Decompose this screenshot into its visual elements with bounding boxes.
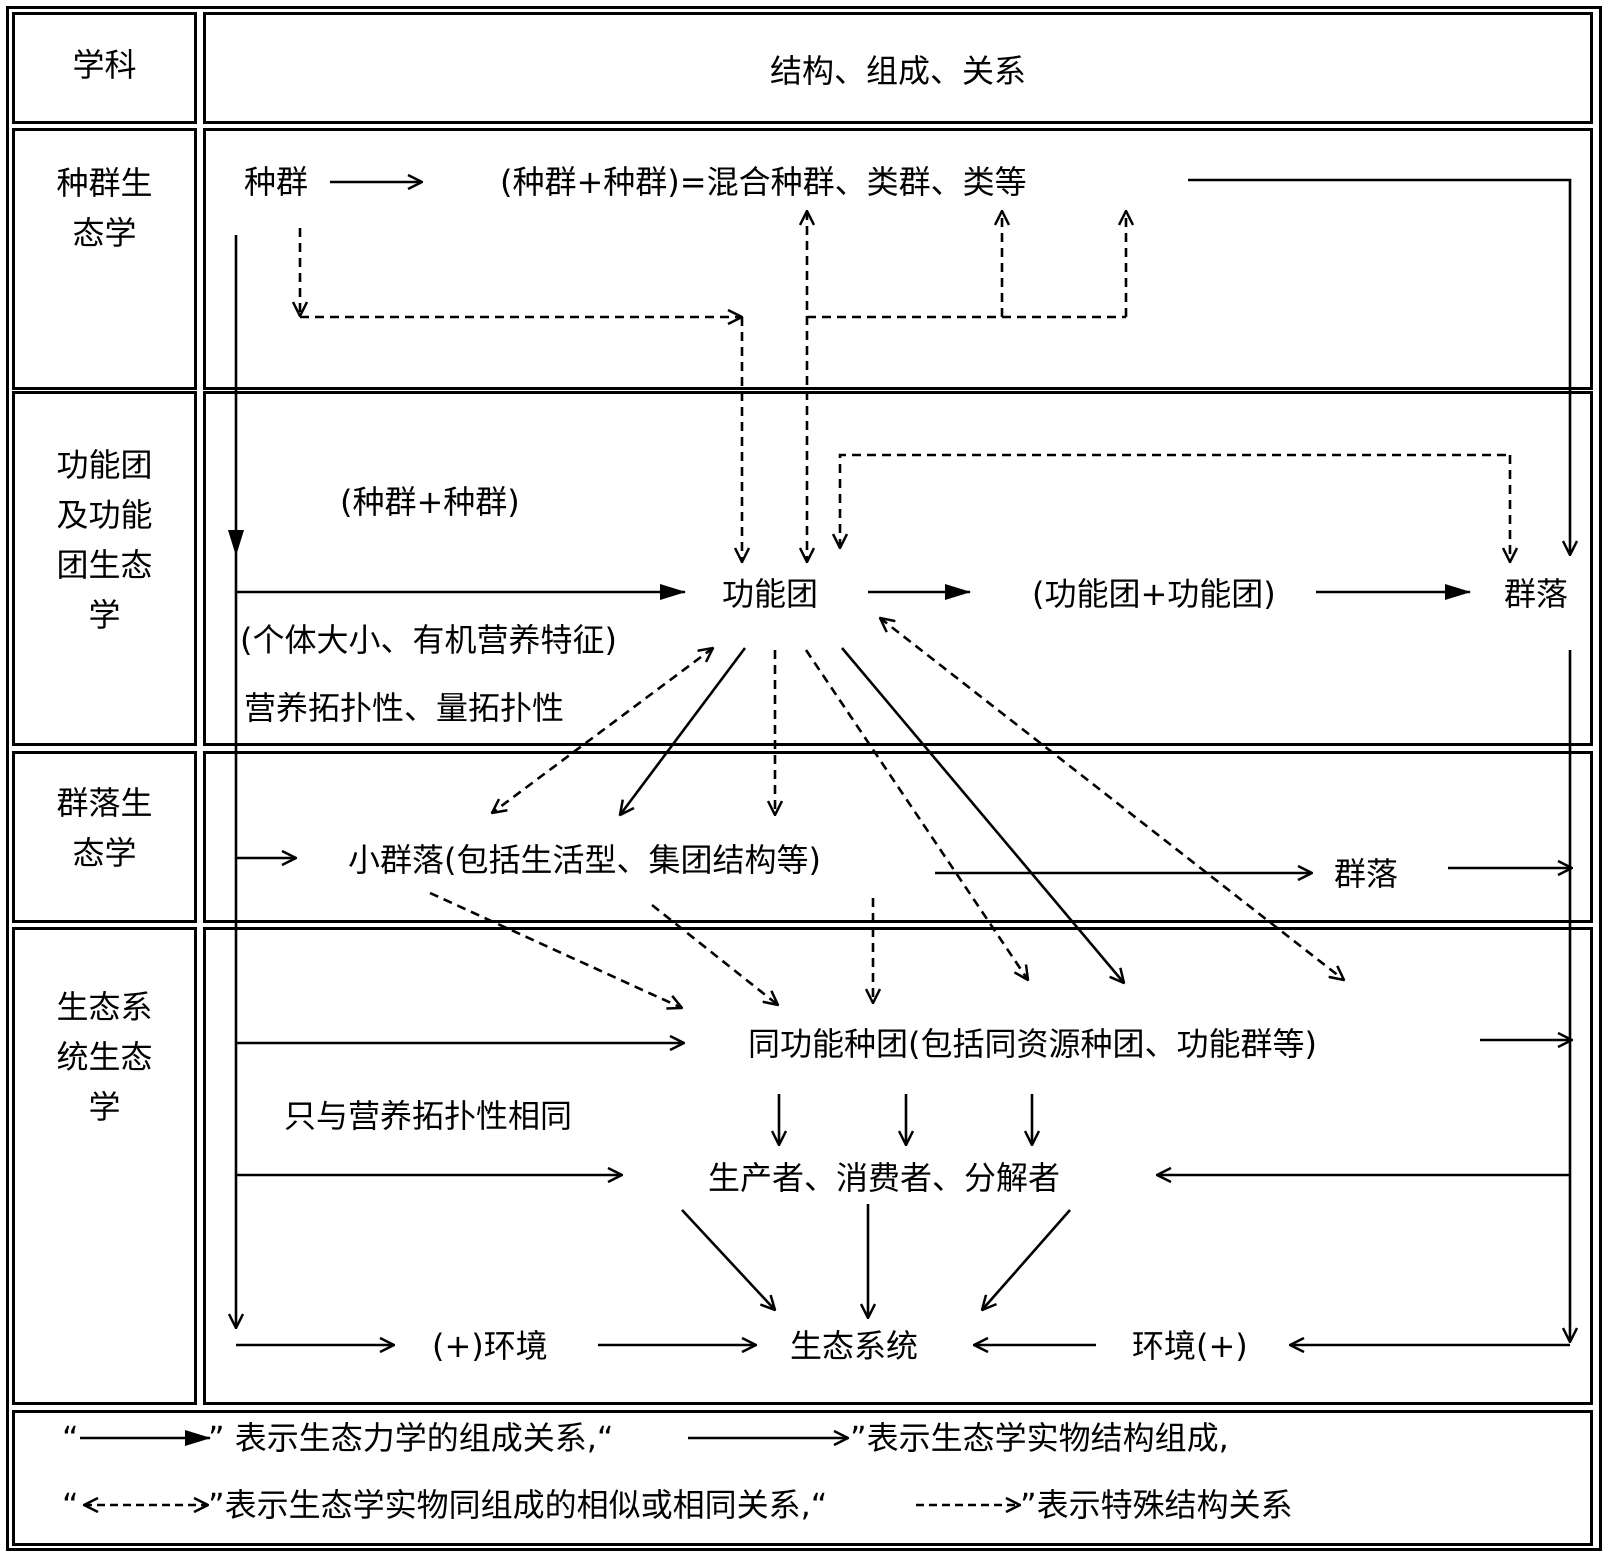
arrow-producers-to-eco-right bbox=[982, 1209, 1071, 1310]
arrow-fg-to-guild-long bbox=[841, 647, 1124, 983]
header-col1-cell bbox=[12, 12, 197, 124]
node-env-right: 环境(+) bbox=[1132, 1327, 1248, 1365]
node-small-community: 小群落(包括生活型、集团结构等) bbox=[348, 841, 821, 879]
header-structure-label: 结构、组成、关系 bbox=[769, 52, 1026, 90]
diagram-frame bbox=[6, 6, 1602, 1551]
node-guild: 同功能种团(包括同资源种团、功能群等) bbox=[748, 1025, 1317, 1063]
legend-open-quote-2: “ bbox=[62, 1486, 79, 1524]
row-community-label-cell bbox=[12, 751, 197, 923]
row-ecosystem-label-cell bbox=[12, 927, 197, 1405]
dash-fg-to-guild-far bbox=[880, 618, 1344, 980]
arrow-producers-to-eco-left bbox=[681, 1209, 775, 1310]
arrow-fg-to-small-community bbox=[620, 647, 747, 815]
node-producers: 生产者、消费者、分解者 bbox=[708, 1159, 1061, 1197]
node-only-trophic: 只与营养拓扑性相同 bbox=[284, 1097, 573, 1135]
node-community-mid: 群落 bbox=[1334, 855, 1399, 893]
row-label-ecosystem-ecology: 生态系 统生态 学 bbox=[56, 988, 153, 1126]
node-size-nutrition: (个体大小、有机营养特征) bbox=[240, 621, 617, 659]
node-env-left: (+)环境 bbox=[432, 1327, 548, 1365]
node-population: 种群 bbox=[244, 163, 309, 201]
dash-small-to-guild-1 bbox=[429, 891, 682, 1008]
row-label-community-ecology: 群落生 态学 bbox=[56, 784, 153, 872]
node-fg-plus-fg: (功能团+功能团) bbox=[1032, 575, 1276, 613]
legend-cell bbox=[12, 1410, 1593, 1546]
node-functional-group: 功能团 bbox=[722, 575, 819, 613]
node-topology: 营养拓扑性、量拓扑性 bbox=[244, 689, 565, 727]
dash-topology-to-small bbox=[492, 648, 713, 813]
header-discipline-label: 学科 bbox=[72, 46, 137, 84]
dash-small-to-guild-2 bbox=[651, 903, 778, 1005]
dash-fg-to-guild-mid bbox=[804, 649, 1028, 980]
row-label-population-ecology: 种群生 态学 bbox=[56, 164, 153, 252]
legend-text-special: ”表示特殊结构关系 bbox=[1020, 1486, 1293, 1524]
row-population-content-cell bbox=[203, 128, 1593, 390]
node-community-top: 群落 bbox=[1504, 575, 1569, 613]
legend-open-quote-1: “ bbox=[62, 1419, 79, 1457]
row-functional-label-cell bbox=[12, 391, 197, 746]
dash-fg-to-community-loop bbox=[840, 453, 1510, 548]
row-label-functional-group-ecology: 功能团 及功能 团生态 学 bbox=[56, 446, 153, 634]
arrow-mixed-to-community bbox=[1188, 178, 1570, 555]
legend-text-structure: ”表示生态学实物结构组成, bbox=[850, 1419, 1229, 1457]
node-ecosystem: 生态系统 bbox=[790, 1327, 919, 1365]
header-col2-cell bbox=[203, 12, 1593, 124]
legend-text-mechanics: ” 表示生态力学的组成关系,“ bbox=[208, 1419, 614, 1457]
row-population-label-cell bbox=[12, 128, 197, 390]
node-mixed-population: (种群+种群)=混合种群、类群、类等 bbox=[500, 163, 1027, 201]
legend-text-similarity: ”表示生态学实物同组成的相似或相同关系,“ bbox=[208, 1486, 828, 1524]
node-pop-plus-pop: (种群+种群) bbox=[340, 483, 520, 521]
